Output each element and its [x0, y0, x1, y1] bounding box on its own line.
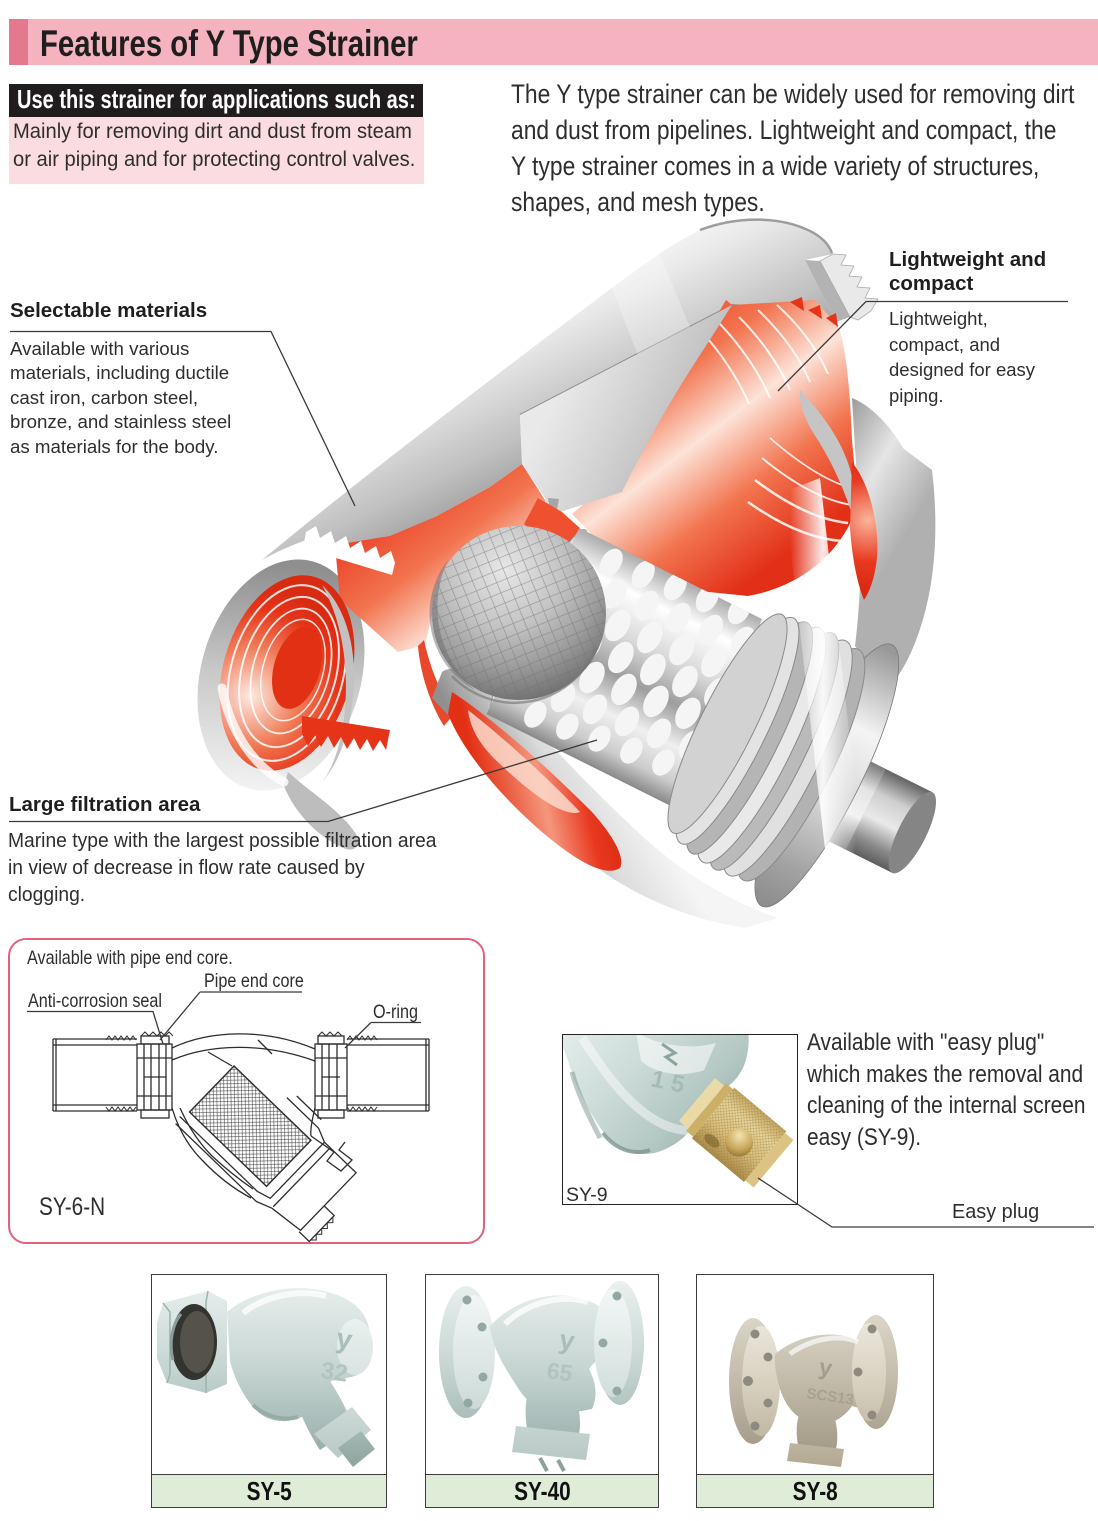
svg-text:65: 65 — [545, 1357, 574, 1386]
svg-text:y: y — [334, 1322, 355, 1355]
svg-text:32: 32 — [319, 1357, 349, 1387]
svg-text:SCS13: SCS13 — [805, 1385, 854, 1408]
svg-text:y: y — [817, 1353, 834, 1381]
svg-text:y: y — [557, 1324, 577, 1356]
